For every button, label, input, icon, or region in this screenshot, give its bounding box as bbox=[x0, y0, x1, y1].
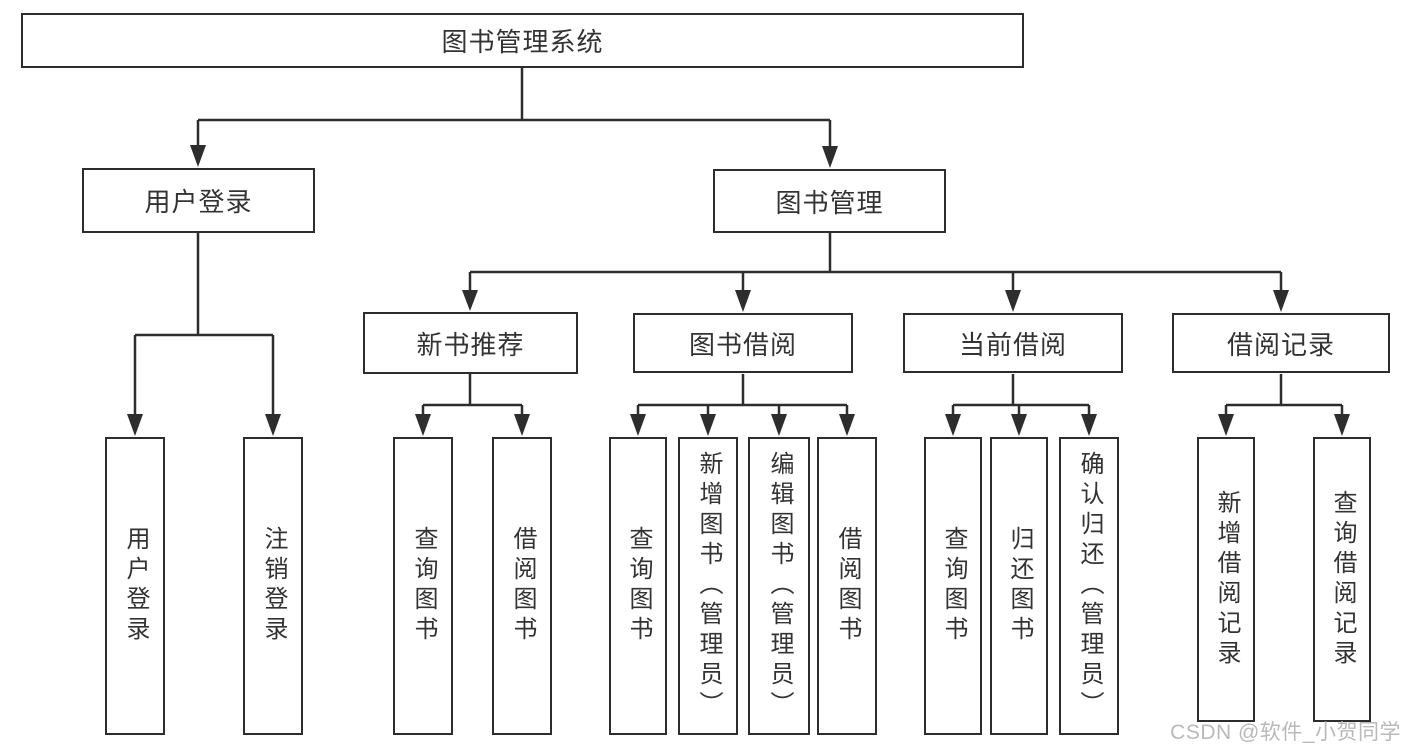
leaf-borrow-books-recommend: 借阅图书 bbox=[492, 437, 552, 735]
leaf-query-books-current: 查询图书 bbox=[924, 437, 982, 735]
node-label: 借阅记录 bbox=[1226, 329, 1335, 360]
node-user-login: 用户登录 bbox=[82, 168, 315, 233]
node-label: 当前借阅 bbox=[958, 329, 1067, 360]
leaf-add-book-admin: 新增图书（管理员） bbox=[678, 437, 738, 735]
node-new-book-recommendation: 新书推荐 bbox=[363, 312, 578, 374]
leaf-return-books: 归还图书 bbox=[990, 437, 1048, 735]
leaf-query-borrow-record: 查询借阅记录 bbox=[1313, 437, 1371, 722]
node-label: 图书管理 bbox=[775, 187, 884, 218]
node-label: 注销登录 bbox=[260, 526, 287, 646]
node-label: 用户登录 bbox=[122, 526, 149, 646]
node-borrowing-records: 借阅记录 bbox=[1172, 313, 1390, 373]
node-label: 查询图书 bbox=[940, 526, 967, 646]
leaf-query-books-borrow: 查询图书 bbox=[609, 437, 667, 735]
node-label: 借阅图书 bbox=[834, 526, 861, 646]
node-label: 确认归还（管理员） bbox=[1076, 451, 1103, 721]
node-label: 查询图书 bbox=[410, 526, 437, 646]
node-label: 新增借阅记录 bbox=[1213, 489, 1240, 670]
node-label: 新增图书（管理员） bbox=[695, 451, 722, 721]
leaf-confirm-return-admin: 确认归还（管理员） bbox=[1059, 437, 1119, 735]
node-label: 编辑图书（管理员） bbox=[766, 451, 793, 721]
csdn-watermark: CSDN @软件_小贺同学 bbox=[1170, 721, 1401, 744]
leaf-logout: 注销登录 bbox=[243, 437, 303, 735]
node-book-borrowing: 图书借阅 bbox=[633, 313, 853, 373]
node-current-borrowing: 当前借阅 bbox=[903, 313, 1123, 373]
node-label: 图书借阅 bbox=[688, 329, 797, 360]
node-label: 图书管理系统 bbox=[441, 27, 604, 57]
leaf-user-login: 用户登录 bbox=[105, 437, 165, 735]
node-book-management: 图书管理 bbox=[713, 169, 946, 233]
node-label: 用户登录 bbox=[144, 187, 253, 217]
leaf-add-borrow-record: 新增借阅记录 bbox=[1197, 437, 1255, 722]
node-label: 归还图书 bbox=[1006, 526, 1033, 646]
node-label: 查询借阅记录 bbox=[1329, 489, 1356, 670]
node-label: 新书推荐 bbox=[416, 329, 525, 360]
leaf-query-books-recommend: 查询图书 bbox=[393, 437, 453, 735]
node-label: 借阅图书 bbox=[509, 526, 536, 646]
leaf-borrow-books: 借阅图书 bbox=[817, 437, 877, 735]
node-library-management-system: 图书管理系统 bbox=[21, 13, 1024, 68]
node-label: 查询图书 bbox=[625, 526, 652, 646]
leaf-edit-book-admin: 编辑图书（管理员） bbox=[748, 437, 810, 735]
